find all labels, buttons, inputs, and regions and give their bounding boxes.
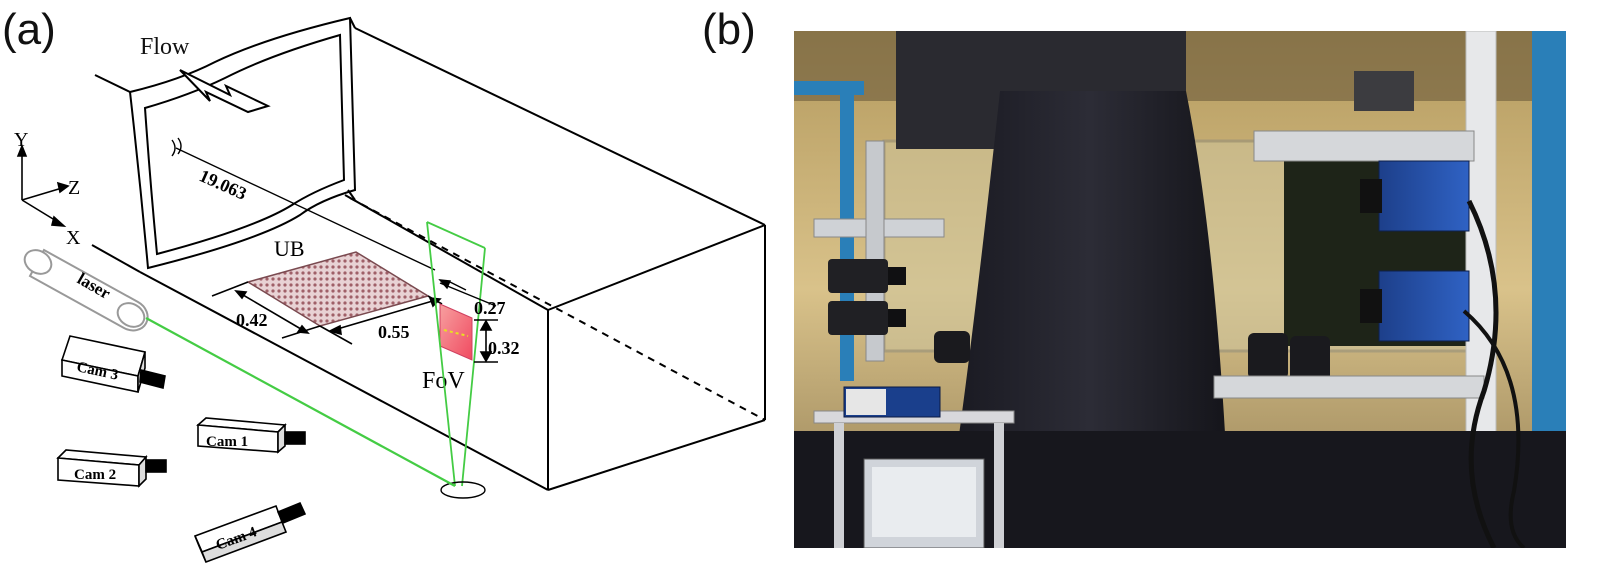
top-rail bbox=[1253, 130, 1475, 162]
roughness-patch bbox=[246, 251, 430, 327]
dim-055-label: 0.55 bbox=[378, 322, 410, 342]
cam-3 bbox=[60, 335, 166, 393]
cam-1-label: Cam 1 bbox=[206, 434, 248, 450]
cam-4 bbox=[193, 501, 307, 564]
left-camera-bottom bbox=[828, 301, 888, 335]
panel-b-label: (b) bbox=[702, 5, 756, 54]
lab-photo bbox=[794, 31, 1566, 548]
laser-beam bbox=[145, 317, 456, 487]
dim-027 bbox=[438, 279, 497, 307]
tunnel-schematic: Flow Y Z X 19.063 UB 0.42 0.55 F bbox=[14, 16, 766, 564]
tunnel-box bbox=[91, 27, 766, 491]
panel-a-label: (a) bbox=[2, 5, 56, 54]
cam-1 bbox=[196, 417, 306, 454]
axis-z-label: Z bbox=[68, 177, 80, 199]
dim-032-label: 0.32 bbox=[488, 338, 520, 358]
ub-label: UB bbox=[274, 236, 305, 261]
flow-label: Flow bbox=[140, 34, 190, 60]
cable bbox=[1462, 309, 1526, 548]
laser-tube bbox=[23, 248, 149, 332]
lens-cap bbox=[1248, 333, 1288, 379]
flow-arrow bbox=[179, 69, 271, 114]
dim-042-label: 0.42 bbox=[236, 310, 268, 330]
blue-post-right bbox=[1532, 31, 1566, 431]
black-curtain bbox=[954, 91, 1226, 479]
bottom-rail bbox=[1213, 375, 1485, 399]
dim-042 bbox=[211, 281, 321, 339]
cam-2 bbox=[56, 449, 167, 488]
lens-cap bbox=[934, 331, 970, 363]
axis-triad bbox=[16, 143, 70, 227]
cable bbox=[1466, 199, 1499, 548]
dim-032 bbox=[474, 319, 498, 363]
axis-x-label: X bbox=[66, 227, 81, 249]
lens-cap bbox=[1290, 336, 1330, 382]
cam-2-label: Cam 2 bbox=[74, 467, 116, 483]
left-camera-top bbox=[828, 259, 888, 293]
right-camera-top bbox=[1378, 160, 1470, 232]
distance-line bbox=[171, 137, 436, 271]
lens-ellipse bbox=[440, 481, 486, 499]
dim-027-label: 0.27 bbox=[474, 298, 506, 318]
right-camera-bottom bbox=[1378, 270, 1470, 342]
right-camera-mount bbox=[1354, 71, 1414, 111]
axis-y-label: Y bbox=[14, 129, 28, 151]
laser-sheet bbox=[426, 221, 486, 487]
